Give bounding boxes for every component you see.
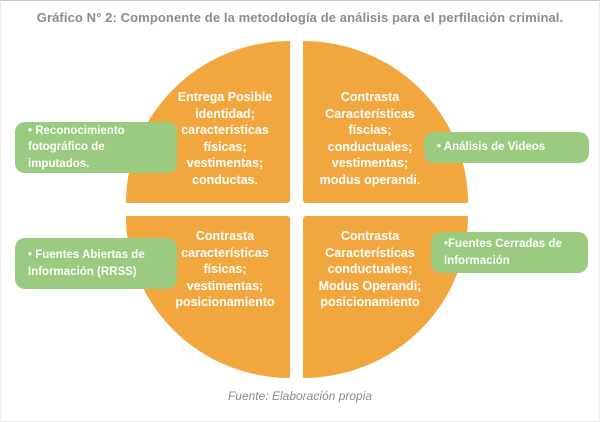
callout-fuentes-abiertas: • Fuentes Abiertas de Información (RRSS): [15, 238, 177, 289]
callout-analisis-videos-text: • Análisis de Videos: [437, 141, 546, 154]
quadrant-bottom-left-text: Contrasta características físicas; vesti…: [175, 229, 275, 309]
quadrant-bottom-right-text: Contrasta Características conductuales; …: [318, 229, 422, 309]
source-caption: Fuente: Elaboración propia: [227, 389, 373, 403]
figure-title: Gráfico N° 2: Componente de la metodolog…: [36, 10, 564, 25]
callout-fuentes-abiertas-text: • Fuentes Abiertas de Información (RRSS): [28, 248, 145, 278]
callout-fuentes-cerradas: •Fuentes Cerradas de Información: [431, 232, 588, 273]
quadrant-top-left: Entrega Posible identidad; característic…: [126, 41, 290, 203]
callout-reconocimiento-fotografico: • Reconocimiento fotográfico de imputado…: [15, 122, 177, 173]
quadrant-top-right-text: Contrasta Características físcias; condu…: [319, 90, 421, 187]
quadrant-top-right: Contrasta Características físcias; condu…: [303, 41, 468, 203]
callout-reconocimiento-text: • Reconocimiento fotográfico de imputado…: [28, 124, 125, 170]
callout-fuentes-cerradas-text: •Fuentes Cerradas de Información: [444, 237, 562, 267]
quadrant-top-left-text: Entrega Posible identidad; característic…: [177, 90, 273, 187]
callout-analisis-videos: • Análisis de Videos: [424, 132, 589, 163]
